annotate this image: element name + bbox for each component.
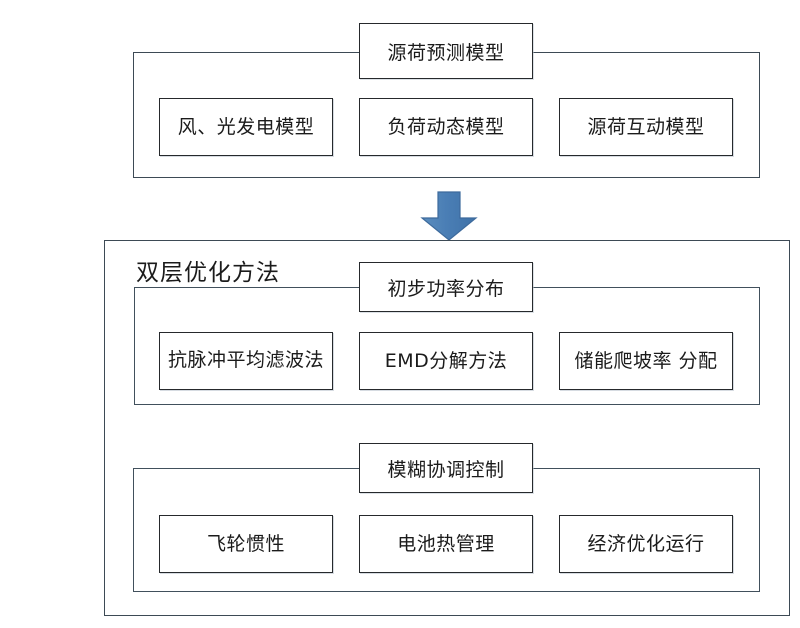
down-arrow-icon <box>420 191 478 241</box>
box-label: 抗脉冲平均滤波法 <box>167 349 324 372</box>
box-label: 电池热管理 <box>397 532 495 555</box>
section-title-text: 模糊协调控制 <box>387 458 505 481</box>
box-emd-decomposition-method: EMD分解方法 <box>359 332 533 390</box>
box-load-dynamic-model: 负荷动态模型 <box>359 98 533 156</box>
box-label: 储能爬坡率 分配 <box>574 349 718 372</box>
box-storage-ramp-rate-allocation: 储能爬坡率 分配 <box>559 332 733 390</box>
box-flywheel-inertia: 飞轮惯性 <box>159 515 333 573</box>
box-battery-thermal-management: 电池热管理 <box>359 515 533 573</box>
box-label: 飞轮惯性 <box>206 532 285 555</box>
section-title-fuzzy-coordination-control: 模糊协调控制 <box>359 443 533 493</box>
section-title-preliminary-power-distribution: 初步功率分布 <box>359 262 533 312</box>
box-label: 风、光发电模型 <box>177 115 315 138</box>
box-wind-solar-generation-model: 风、光发电模型 <box>159 98 333 156</box>
box-label: EMD分解方法 <box>384 349 508 372</box>
group-frame-bilevel-optimization <box>104 240 790 616</box>
section-title-text: 初步功率分布 <box>387 277 505 300</box>
box-source-load-interaction-model: 源荷互动模型 <box>559 98 733 156</box>
box-label: 经济优化运行 <box>587 532 705 555</box>
box-economic-optimal-operation: 经济优化运行 <box>559 515 733 573</box>
section-title-text: 源荷预测模型 <box>387 41 505 64</box>
section-label-bilevel-optimization: 双层优化方法 <box>136 253 280 287</box>
box-anti-impulse-average-filtering: 抗脉冲平均滤波法 <box>159 332 333 390</box>
section-label-text: 双层优化方法 <box>136 260 280 286</box>
box-label: 源荷互动模型 <box>587 115 705 138</box>
section-title-source-load-forecast: 源荷预测模型 <box>359 23 533 79</box>
box-label: 负荷动态模型 <box>387 115 505 138</box>
